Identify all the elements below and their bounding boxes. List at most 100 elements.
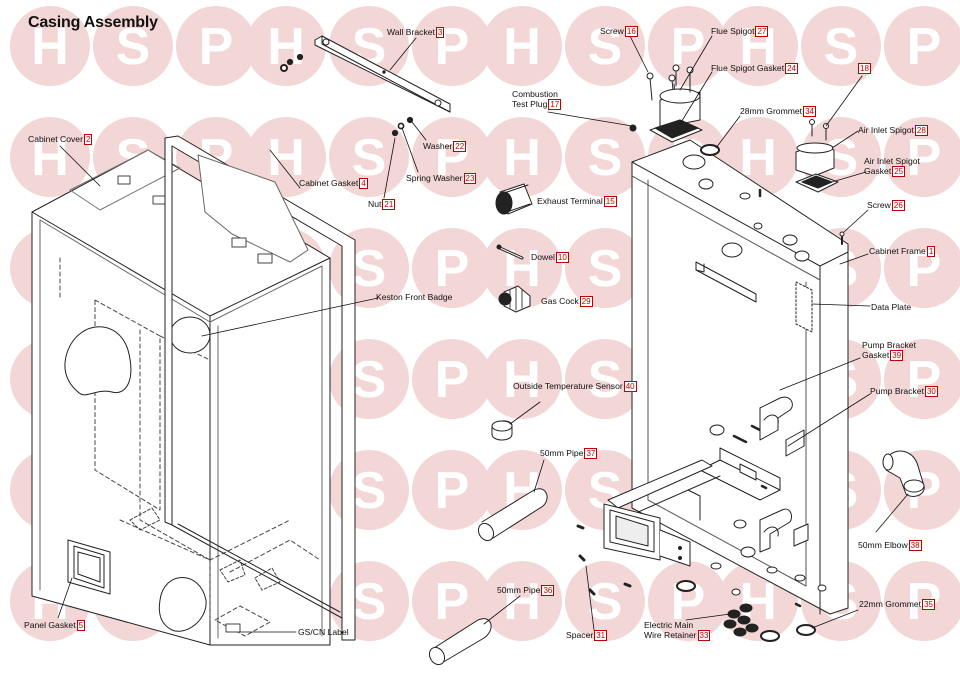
part-label-pgs: GS/CN Label	[298, 627, 349, 637]
part-name: Data Plate	[871, 302, 912, 312]
watermark-letter: P	[435, 351, 470, 409]
watermark-circle	[565, 228, 645, 308]
part-name-line: Data Plate	[871, 302, 911, 312]
watermark-letter: P	[435, 240, 470, 298]
part-number-link[interactable]: 15	[603, 196, 617, 207]
leader-line	[811, 303, 871, 307]
part-label-p18: 18	[857, 63, 871, 74]
part-number-link[interactable]: 25	[892, 166, 906, 177]
part-number-link[interactable]: 26	[891, 200, 905, 211]
watermark-circle	[884, 561, 960, 641]
part-name: Keston Front Badge	[376, 292, 453, 302]
part-number-link[interactable]: 17	[548, 99, 562, 110]
part-number-link[interactable]: 1	[926, 246, 936, 257]
part-number-link[interactable]: 29	[579, 296, 593, 307]
watermark-circle	[412, 450, 492, 530]
watermark-circle	[565, 117, 645, 197]
watermark-circle	[329, 117, 409, 197]
part-name-line: GS/CN Label	[298, 627, 349, 637]
part-number-link[interactable]: 30	[924, 386, 938, 397]
watermark-circle	[412, 228, 492, 308]
watermark-letter: P	[435, 462, 470, 520]
part-number-link[interactable]: 33	[697, 630, 711, 641]
watermark-circle	[412, 561, 492, 641]
watermark-circle	[648, 6, 728, 86]
part-number-link[interactable]: 38	[908, 540, 922, 551]
part-number-link[interactable]: 2	[83, 134, 93, 145]
part-name: Nut	[368, 199, 382, 209]
part-number-link[interactable]: 27	[755, 26, 769, 37]
part-number-link[interactable]: 35	[922, 599, 935, 610]
watermark-circle	[246, 117, 326, 197]
part-number-link[interactable]: 4	[359, 178, 368, 189]
watermark-circle	[565, 339, 645, 419]
part-number-link[interactable]: 22	[453, 141, 467, 152]
part-number-link[interactable]: 10	[555, 252, 569, 263]
watermark-letter: S	[352, 351, 387, 409]
pipe-36-drawing	[428, 618, 492, 666]
part-name: Electric Main	[644, 620, 694, 630]
watermark-letter: H	[503, 351, 541, 409]
part-number-link[interactable]: 36	[541, 585, 555, 596]
watermark-circle	[884, 6, 960, 86]
part-number-link[interactable]: 28	[914, 125, 928, 136]
part-name-line: 18	[857, 63, 871, 74]
part-name: Wall Bracket	[387, 27, 435, 37]
part-name: Flue Spigot Gasket	[711, 63, 785, 73]
part-number-link[interactable]: 18	[858, 63, 871, 74]
watermark-letter: S	[352, 240, 387, 298]
part-name: Panel Gasket	[24, 620, 76, 630]
part-name: 50mm Pipe	[540, 448, 584, 458]
leader-line	[811, 609, 859, 629]
part-number-link[interactable]: 31	[594, 630, 608, 641]
part-number-link[interactable]: 34	[803, 106, 816, 117]
part-number-link[interactable]: 37	[584, 448, 598, 459]
part-name: Screw	[867, 200, 891, 210]
part-number-link[interactable]: 24	[785, 63, 798, 74]
part-name: Pump Bracket	[862, 340, 916, 350]
watermark-letter: H	[503, 129, 541, 187]
leader-line	[533, 459, 545, 493]
part-number-link[interactable]: 16	[624, 26, 638, 37]
part-name: Dowel	[531, 252, 555, 262]
watermark-letter: P	[907, 18, 942, 76]
part-number-link[interactable]: 23	[463, 173, 477, 184]
part-number-link[interactable]: 5	[76, 620, 86, 631]
part-name: Screw	[600, 26, 624, 36]
part-number-link[interactable]: 40	[623, 381, 637, 392]
part-name: Outside Temperature Sensor	[513, 381, 623, 391]
part-number-link[interactable]: 39	[890, 350, 904, 361]
part-name-line: Electric Main	[644, 620, 710, 630]
part-number-link[interactable]: 21	[382, 199, 396, 210]
watermark-circle	[10, 6, 90, 86]
leader-line	[585, 565, 595, 631]
part-name: Spring Washer	[406, 173, 463, 183]
part-number-link[interactable]: 3	[435, 27, 445, 38]
